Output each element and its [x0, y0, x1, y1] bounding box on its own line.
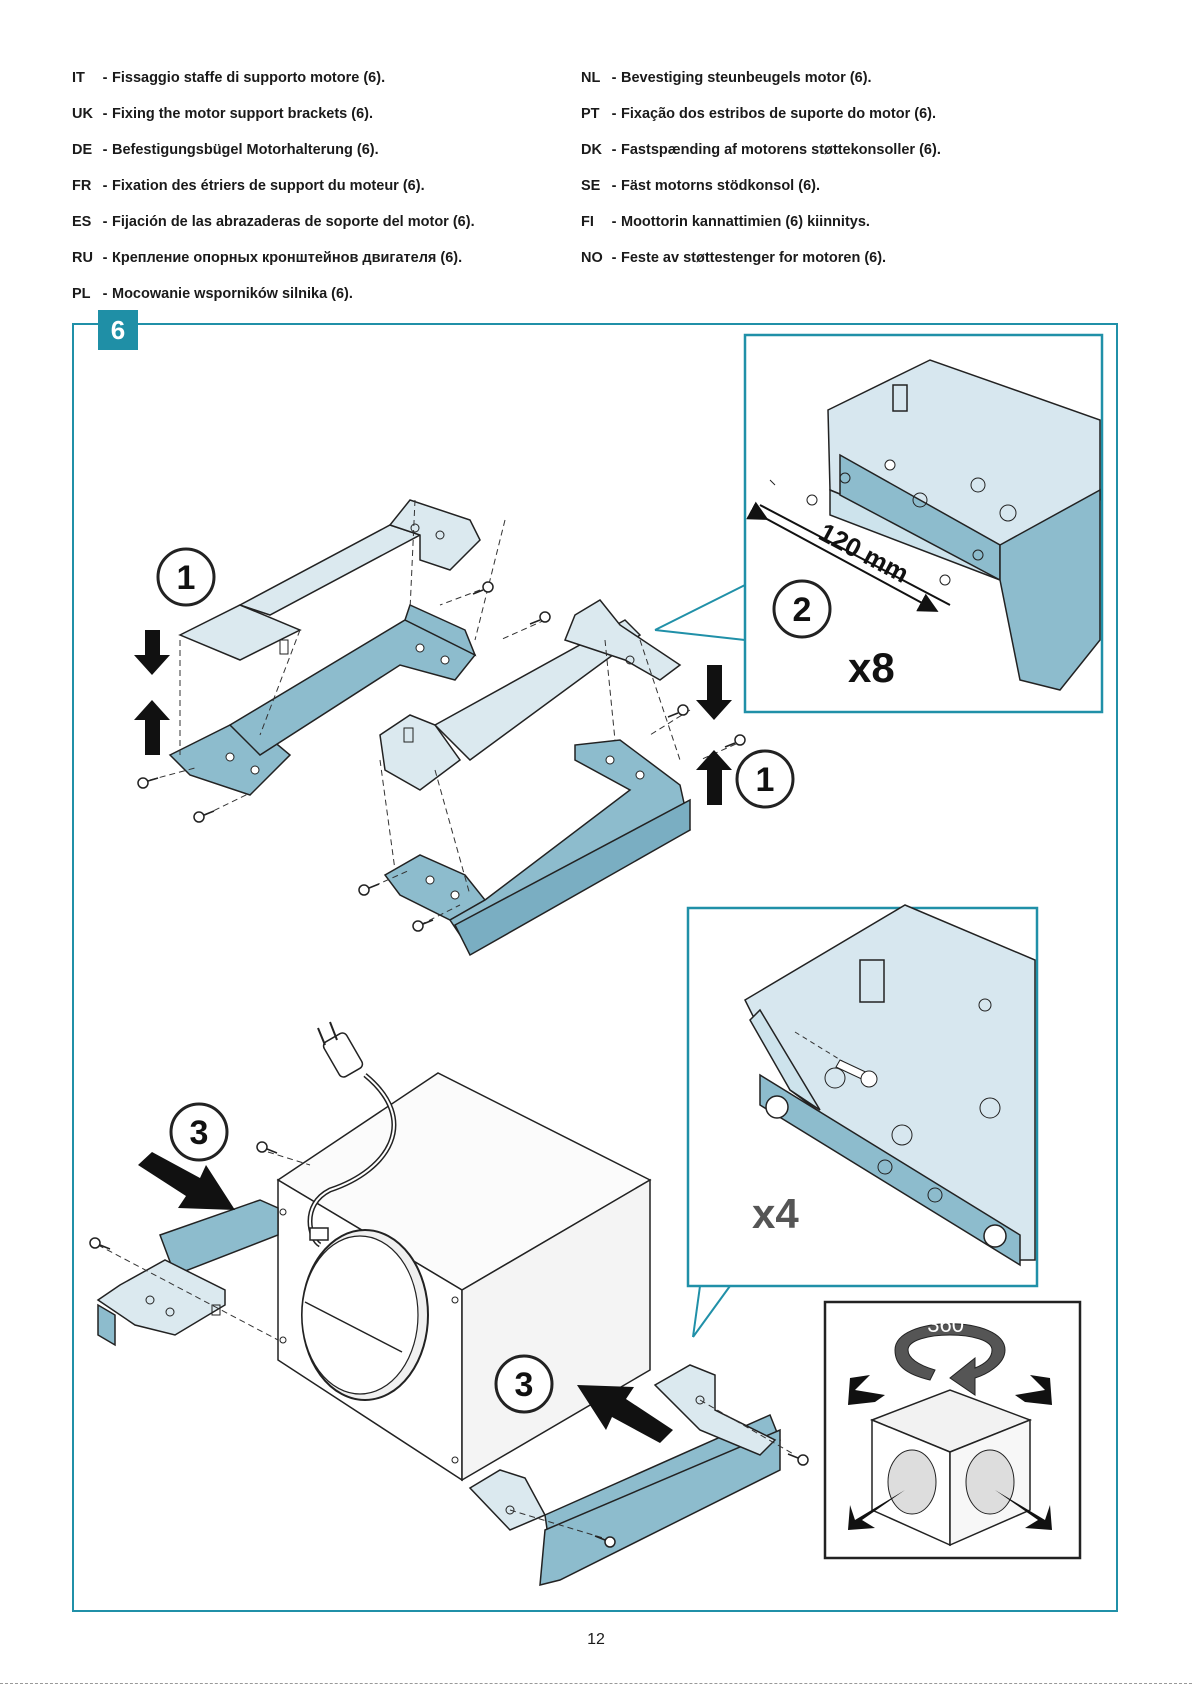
dashed-guide-lines-bottom-left [97, 1151, 311, 1341]
instruction-text: Fixação dos estribos de suporte do motor… [621, 106, 937, 122]
dashed-guide-lines-bottom-right [509, 1399, 796, 1541]
language-code: FR [72, 178, 92, 194]
screws-bottom-right [594, 1453, 809, 1548]
dashed-guide-lines-left [149, 499, 546, 816]
screws-right-group [358, 704, 746, 932]
bottom-rule [0, 1683, 1192, 1684]
arrow-push-left [138, 1152, 235, 1210]
instruction-row: PT-Fixação dos estribos de suporte do mo… [581, 106, 936, 122]
separator-dash: - [102, 214, 108, 230]
language-code: DK [581, 142, 602, 158]
instruction-row: DE-Befestigungsbügel Motorhalterung (6). [72, 142, 379, 158]
separator-dash: - [102, 250, 108, 266]
separator-dash: - [102, 178, 108, 194]
language-code: PL [72, 286, 91, 302]
dashed-guide-lines-right [364, 639, 746, 926]
instruction-row: ES-Fijación de las abrazaderas de soport… [72, 214, 475, 230]
screws-bottom-left [89, 1141, 278, 1250]
instruction-row: PL-Mocowanie wsporników silnika (6). [72, 286, 353, 302]
instruction-row: FR-Fixation des étriers de support du mo… [72, 178, 425, 194]
language-code: FI [581, 214, 594, 230]
step-frame [72, 323, 1118, 1612]
arrow-up-right [696, 750, 732, 805]
callout-3-left: 3 [169, 1102, 229, 1162]
instruction-row: NL-Bevestiging steunbeugels motor (6). [581, 70, 872, 86]
instruction-row: SE-Fäst motorns stödkonsol (6). [581, 178, 820, 194]
language-code: NO [581, 250, 603, 266]
bottom-right-bracket [468, 1364, 781, 1586]
callout-2-label: 2 [793, 591, 812, 629]
instruction-text: Fäst motorns stödkonsol (6). [621, 178, 820, 194]
page-number: 12 [587, 1631, 605, 1648]
instruction-text: Fixation des étriers de support du moteu… [112, 178, 425, 194]
screws-left-group [137, 581, 551, 823]
instruction-row: DK-Fastspænding af motorens støttekonsol… [581, 142, 941, 158]
step-number-badge: 6 [98, 310, 138, 350]
instruction-text: Fijación de las abrazaderas de soporte d… [112, 214, 475, 230]
separator-dash: - [102, 70, 108, 86]
rotation-inset: 360° [823, 1300, 1082, 1560]
arrow-push-right [577, 1385, 673, 1443]
callout-1-right: 1 [735, 749, 795, 809]
callout-3-right: 3 [494, 1354, 554, 1414]
language-code: UK [72, 106, 93, 122]
right-bracket-upper [379, 599, 682, 791]
detail-inset-bottom [686, 904, 1039, 1338]
left-bracket-lower [168, 603, 477, 796]
instruction-text: Fixing the motor support brackets (6). [112, 106, 374, 122]
callout-1-left-label: 1 [177, 559, 196, 597]
separator-dash: - [102, 142, 108, 158]
instruction-text: Крепление опорных кронштейнов двигателя … [112, 250, 463, 266]
language-code: IT [72, 70, 85, 86]
language-code: SE [581, 178, 601, 194]
screw-count-bottom: x4 [752, 1190, 799, 1237]
instruction-row: IT -Fissaggio staffe di supporto motore (… [72, 70, 385, 86]
arrow-down-left [134, 630, 170, 675]
left-bracket-upper [178, 499, 481, 661]
separator-dash: - [611, 250, 617, 266]
separator-dash: - [611, 106, 617, 122]
instruction-text: Bevestiging steunbeugels motor (6). [621, 70, 872, 86]
callout-1-right-label: 1 [756, 761, 775, 799]
separator-dash: - [611, 178, 617, 194]
screw-count-top: x8 [848, 644, 895, 691]
instruction-text: Fastspænding af motorens støttekonsoller… [621, 142, 941, 158]
detail-inset-top: 120 mm [654, 333, 1104, 714]
language-code: PT [581, 106, 600, 122]
instruction-row: RU-Крепление опорных кронштейнов двигате… [72, 250, 462, 266]
language-code: DE [72, 142, 93, 158]
separator-dash: - [102, 106, 108, 122]
language-code: NL [581, 70, 601, 86]
arrow-down-right [696, 665, 732, 720]
callout-3-right-label: 3 [515, 1366, 534, 1404]
language-code: ES [72, 214, 92, 230]
instruction-row: UK-Fixing the motor support brackets (6)… [72, 106, 373, 122]
separator-dash: - [102, 286, 108, 302]
instruction-text: Mocowanie wsporników silnika (6). [112, 286, 353, 302]
callout-3-left-label: 3 [190, 1114, 209, 1152]
instruction-text: Befestigungsbügel Motorhalterung (6). [112, 142, 379, 158]
instruction-row: FI -Moottorin kannattimien (6) kiinnitys. [581, 214, 870, 230]
separator-dash: - [611, 214, 617, 230]
power-cable [307, 1021, 397, 1248]
arrow-up-left [134, 700, 170, 755]
instruction-text: Fissaggio staffe di supporto motore (6). [112, 70, 386, 86]
language-code: RU [72, 250, 93, 266]
rotation-label: 360° [927, 1312, 973, 1337]
bottom-left-bracket [96, 1199, 279, 1347]
instruction-row: NO-Feste av støttestenger for motoren (6… [581, 250, 886, 266]
motor-box [276, 1072, 652, 1482]
instruction-text: Feste av støttestenger for motoren (6). [621, 250, 887, 266]
right-bracket-lower [383, 739, 691, 957]
callout-2: 2 [772, 579, 832, 639]
instruction-text: Moottorin kannattimien (6) kiinnitys. [621, 214, 870, 230]
callout-1-left: 1 [156, 547, 216, 607]
separator-dash: - [611, 70, 617, 86]
separator-dash: - [611, 142, 617, 158]
